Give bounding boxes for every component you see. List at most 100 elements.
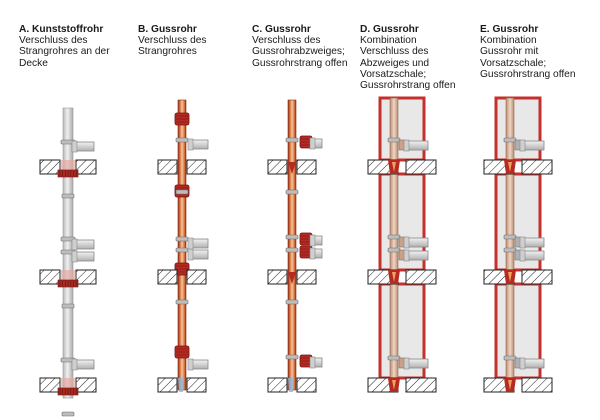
branch-socket [403,236,410,249]
ceiling-slab-right [75,377,97,393]
branch-socket [403,139,410,152]
branch-socket [309,356,316,369]
ceiling-slab-right [186,159,207,175]
branch-socket [71,358,78,371]
ceiling-slab-right [75,159,97,175]
branch-socket [71,238,78,251]
ceiling-slab-left [267,159,288,175]
caption-e-line-1: Kombination [480,35,537,47]
caption-e-line-4: Gussrohrstrang offen [480,68,576,80]
cast-stack-pipe [287,99,297,391]
ceiling-slab-right [405,159,437,175]
front-shell-segment [494,96,542,162]
ceiling-slab-left [157,159,178,175]
pipe-clamp [387,234,401,240]
caption-a-line-2: Strangrohres an der [19,46,110,58]
pipe-clamp [175,137,189,143]
pipe-clamp [285,247,299,253]
column-d-cast-pipe-shell [367,96,437,393]
caption-d-line-3: Abzweiges und [360,57,430,69]
caption-e-line-3: Vorsatzschale; [480,57,547,69]
ceiling-slab-right [75,269,97,285]
caption-e-line-2: Gussrohr mit [480,46,539,58]
branch-socket [309,234,316,247]
ceiling-slab-left [157,269,178,285]
ceiling-slab-left [39,159,61,175]
pipe-clamp [503,247,517,253]
sleeve-seal [288,162,296,174]
caption-d-title: D. Gussrohr [360,24,419,35]
branch-socket [187,237,194,250]
pipe-socket [61,303,75,309]
pipe-clamp [285,234,299,240]
ceiling-slab-right [186,269,207,285]
seal-core [392,272,396,282]
water-seal [288,378,294,392]
pipe-clamp [387,355,401,361]
pipe-clamp [503,234,517,240]
seal-core [508,380,512,390]
seal-core [508,272,512,282]
ceiling-slab-right [405,377,437,393]
pipe-clamp [285,137,299,143]
ceiling-slab-right [296,159,317,175]
branch-socket [71,250,78,263]
caption-b-title: B. Gussrohr [138,24,197,35]
ceiling-slab-right [521,159,553,175]
caption-d-line-5: Gussrohrstrang offen [360,80,456,92]
ceiling-slab-left [39,269,61,285]
branch-socket [519,357,526,370]
pipe-clamp [285,354,299,360]
water-seal [178,378,184,392]
caption-b-line-1: Verschluss des [138,35,207,47]
ceiling-slab-right [521,377,553,393]
branch-socket [187,138,194,151]
caption-c-line-1: Verschluss des [252,35,321,47]
caption-a: A. Kunststoffrohr Verschluss des Strangr… [19,24,110,69]
column-e-cast-pipe-shell [483,96,553,393]
caption-c-title: C. Gussrohr [252,24,311,35]
branch-socket [519,236,526,249]
caption-a-title: A. Kunststoffrohr [19,24,104,35]
column-a-plastic-pipe [39,107,97,417]
caption-d: D. Gussrohr Kombination Verschluss des A… [360,24,456,91]
branch-socket [403,357,410,370]
pipe-clamp [387,247,401,253]
branch-socket [519,249,526,262]
branch-socket [519,139,526,152]
pipe-clamp [175,189,189,195]
front-shell-segment [378,96,426,162]
caption-a-line-1: Verschluss des [19,35,88,47]
seal-core [392,380,396,390]
caption-d-line-4: Vorsatzschale; [360,68,427,80]
caption-e-title: E. Gussrohr [480,24,539,35]
ceiling-slab-right [405,269,437,285]
caption-b: B. Gussrohr Verschluss des Strangrohres [138,24,207,58]
pipe-clamp [285,299,299,305]
ceiling-slab-left [267,377,288,393]
pipe-clamp [503,355,517,361]
ceiling-slab-left [157,377,178,393]
sleeve-seal [288,272,296,284]
column-c-cast-pipe [267,99,323,393]
pipe-socket [61,193,75,199]
caption-d-line-2: Verschluss des [360,46,429,58]
ceiling-slab-right [186,377,207,393]
caption-b-line-2: Strangrohres [138,46,197,58]
branch-socket [187,248,194,261]
pipe-clamp [285,189,299,195]
pipe-clamp [175,299,189,305]
caption-c-line-3: Gussrohrstrang offen [252,57,348,69]
ceiling-slab-left [39,377,61,393]
caption-c: C. Gussrohr Verschluss des Gussrohrabzwe… [252,24,348,69]
pipe-socket [61,411,75,417]
caption-c-line-2: Gussrohrabzweiges; [252,46,345,58]
caption-d-line-1: Kombination [360,35,417,47]
ceiling-slab-right [296,377,317,393]
seal-core [508,162,512,172]
pipe-clamp [387,137,401,143]
column-b-cast-pipe [157,99,209,393]
pipe-clamp [175,247,189,253]
caption-e: E. Gussrohr Kombination Gussrohr mit Vor… [480,24,576,80]
